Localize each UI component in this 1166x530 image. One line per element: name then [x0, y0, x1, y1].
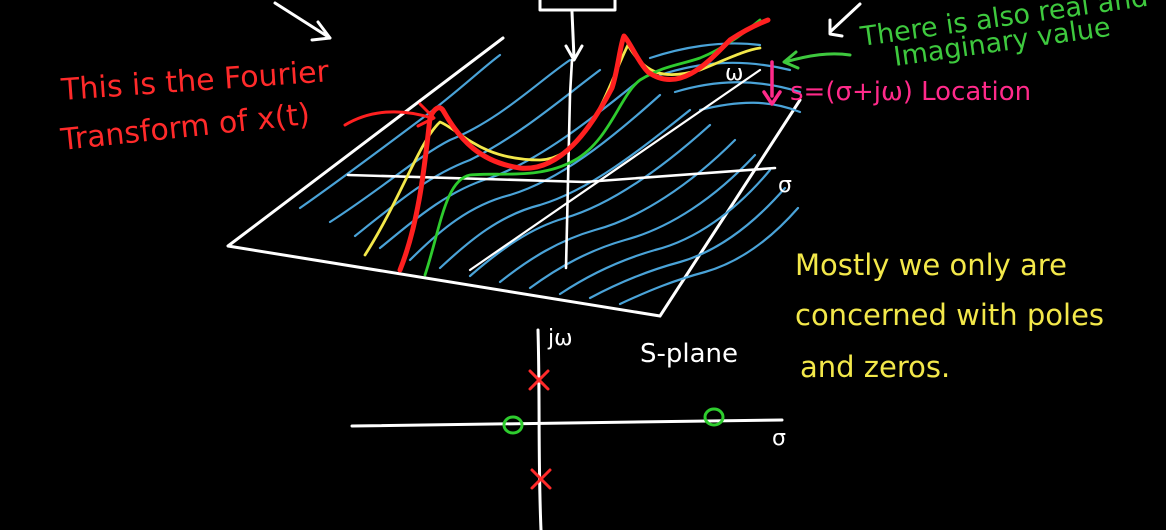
s-plane-diagram: jω σ S-plane	[350, 326, 786, 530]
surface-sigma-label: σ	[778, 173, 792, 198]
pink-location-marker	[762, 60, 782, 106]
fourier-annotation: This is the Fourier Transform of x(t)	[58, 54, 331, 158]
s-plane-sigma-label: σ	[772, 426, 786, 451]
arrow-down-center	[564, 10, 584, 62]
pole-lower	[530, 468, 552, 490]
green-curve	[423, 18, 762, 277]
real-imag-pointer-arrow	[782, 50, 852, 70]
pole-upper	[528, 369, 550, 391]
surface-diagonal	[468, 68, 762, 272]
arrow-top-left	[273, 1, 332, 42]
box-top-center	[538, 0, 617, 12]
plane-outline	[226, 36, 802, 318]
fourier-pointer-arrow	[343, 102, 436, 128]
zero-right	[703, 407, 725, 427]
s-plane-jw-axis	[536, 328, 543, 530]
s-plane-title: S-plane	[640, 339, 738, 369]
location-label: s=(σ+jω) Location	[790, 77, 1031, 107]
surface-sigma-axis	[346, 166, 777, 184]
surface-omega-axis	[564, 58, 574, 270]
s-plane-sigma-axis	[350, 418, 784, 428]
note-line2: concerned with poles	[795, 298, 1104, 332]
real-imag-annotation: There is also real and Imaginary value	[858, 0, 1150, 73]
surface-omega-label: ω	[725, 61, 743, 86]
zero-left	[502, 415, 524, 435]
arrow-top-right	[828, 2, 862, 38]
surface-plot-3d: ω σ	[226, 0, 862, 318]
note-line1: Mostly we only are	[795, 248, 1067, 282]
note-line3: and zeros.	[800, 350, 950, 384]
s-plane-jw-label: jω	[547, 326, 573, 351]
fourier-text-line2: Transform of x(t)	[58, 97, 311, 158]
poles-zeros-note: Mostly we only are concerned with poles …	[795, 248, 1104, 384]
